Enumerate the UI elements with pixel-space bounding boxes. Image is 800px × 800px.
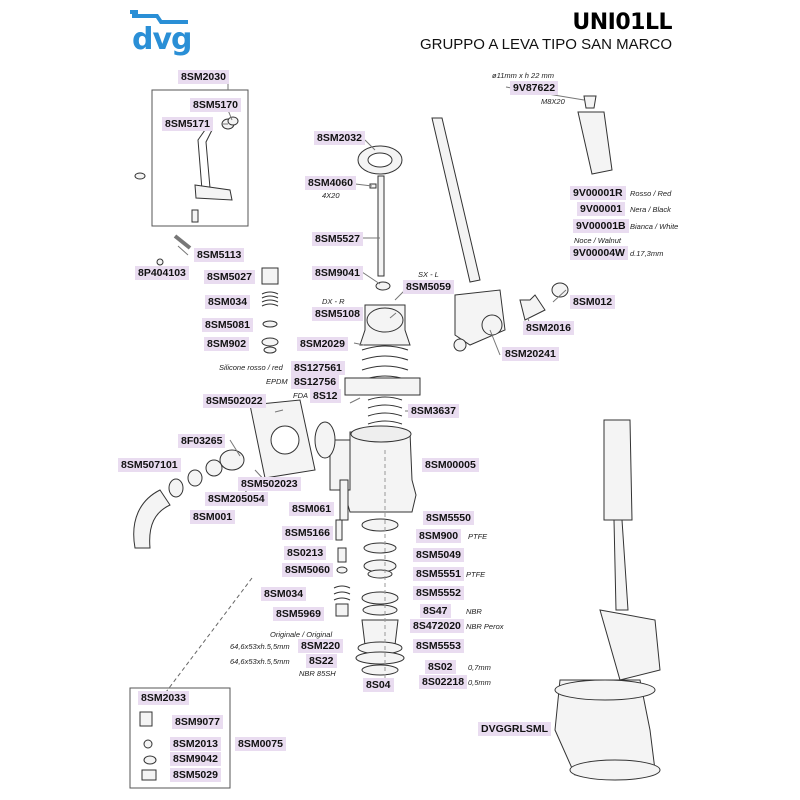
note-nbr-85sh: NBR 85SH xyxy=(299,669,336,678)
part-label-8sm5551: 8SM5551 xyxy=(413,567,464,581)
part-label-8sm5060: 8SM5060 xyxy=(282,563,333,577)
note-epdm: EPDM xyxy=(266,377,288,386)
part-label-8s02218: 8S02218 xyxy=(419,675,468,689)
part-label-8sm5553: 8SM5553 xyxy=(413,639,464,653)
part-label-8sm0075: 8SM0075 xyxy=(235,737,286,751)
part-label-8sm2013: 8SM2013 xyxy=(170,737,221,751)
note-ptfe-1: PTFE xyxy=(468,532,488,541)
part-label-8sm4060: 8SM4060 xyxy=(305,176,356,190)
note-knob-size: ø11mm x h 22 mm xyxy=(492,71,554,80)
part-label-8sm5969: 8SM5969 xyxy=(273,607,324,621)
part-label-8sm034: 8SM034 xyxy=(205,295,251,309)
part-label-8s22: 8S22 xyxy=(306,654,337,668)
part-label-8s02: 8S02 xyxy=(425,660,456,674)
note-fda: FDA xyxy=(293,391,308,400)
note-diameter: d.17,3mm xyxy=(630,249,664,258)
part-label-8sm034-lower: 8SM034 xyxy=(261,587,307,601)
part-label-8sm9041: 8SM9041 xyxy=(312,266,363,280)
logo-text: dvg xyxy=(132,22,193,57)
note-nbr: NBR xyxy=(466,607,482,616)
part-label-8s472020: 8S472020 xyxy=(410,619,464,633)
part-label-8sm5171: 8SM5171 xyxy=(162,117,213,131)
dvg-logo-icon xyxy=(130,10,188,24)
note-red: Rosso / Red xyxy=(630,189,672,198)
part-label-8sm502022: 8SM502022 xyxy=(203,394,266,408)
note-original: Originale / Original xyxy=(270,630,333,639)
part-label-8sm012: 8SM012 xyxy=(570,295,616,309)
note-silicone-red: Silicone rosso / red xyxy=(219,363,283,372)
part-label-8sm5527: 8SM5527 xyxy=(312,232,363,246)
part-label-8sm5170: 8SM5170 xyxy=(190,98,241,112)
part-label-8sm001: 8SM001 xyxy=(190,510,236,524)
part-label-8sm900: 8SM900 xyxy=(416,529,462,543)
part-label-8sm507101: 8SM507101 xyxy=(118,458,181,472)
part-label-8s127561: 8S127561 xyxy=(291,361,345,375)
part-label-8sm5081: 8SM5081 xyxy=(202,318,253,332)
part-label-8sm2033: 8SM2033 xyxy=(138,691,189,705)
part-label-dvggrlsml: DVGGRLSML xyxy=(478,722,552,736)
part-label-8sm5059: 8SM5059 xyxy=(403,280,454,294)
part-label-8sm5550: 8SM5550 xyxy=(423,511,474,525)
note-size-2: 64,6x53xh.5,5mm xyxy=(230,657,290,666)
note-0-7mm: 0,7mm xyxy=(468,663,491,672)
part-label-8sm5113: 8SM5113 xyxy=(194,248,245,262)
part-label-8p404103: 8P404103 xyxy=(135,266,189,280)
note-m8x20: M8X20 xyxy=(541,97,565,106)
part-label-8sm502023: 8SM502023 xyxy=(238,477,301,491)
part-label-8sm902: 8SM902 xyxy=(204,337,250,351)
part-label-8sm5029: 8SM5029 xyxy=(170,768,221,782)
note-walnut: Noce / Walnut xyxy=(574,236,621,245)
note-dx-r: DX - R xyxy=(322,297,345,306)
note-nbr-perox: NBR Perox xyxy=(466,622,504,631)
part-label-8sm2030: 8SM2030 xyxy=(178,70,229,84)
part-label-8sm2032: 8SM2032 xyxy=(314,131,365,145)
note-0-5mm: 0,5mm xyxy=(468,678,491,687)
part-label-8sm3637: 8SM3637 xyxy=(408,404,459,418)
page-subtitle: GRUPPO A LEVA TIPO SAN MARCO xyxy=(419,36,672,53)
part-label-9v87622: 9V87622 xyxy=(510,81,559,95)
part-label-8s12: 8S12 xyxy=(310,389,341,403)
part-label-8sm5027: 8SM5027 xyxy=(204,270,255,284)
part-label-8s0213: 8S0213 xyxy=(284,546,327,560)
part-label-8s47: 8S47 xyxy=(420,604,451,618)
part-label-8sm5049: 8SM5049 xyxy=(413,548,464,562)
part-label-8sm20241: 8SM20241 xyxy=(502,347,559,361)
part-label-8s04: 8S04 xyxy=(363,678,394,692)
note-4x20: 4X20 xyxy=(322,191,340,200)
part-label-8sm2016: 8SM2016 xyxy=(523,321,574,335)
note-size-1: 64,6x53xh.5,5mm xyxy=(230,642,290,651)
part-label-8sm061: 8SM061 xyxy=(289,502,335,516)
part-label-8s12756: 8S12756 xyxy=(291,375,340,389)
note-white: Bianca / White xyxy=(630,222,679,231)
model-code: UNI01LL xyxy=(572,10,672,35)
note-sx-l: SX - L xyxy=(418,270,439,279)
part-label-8sm9042: 8SM9042 xyxy=(170,752,221,766)
part-label-8sm9077: 8SM9077 xyxy=(172,715,223,729)
part-label-9v00001r: 9V00001R xyxy=(570,186,626,200)
note-ptfe-2: PTFE xyxy=(466,570,486,579)
part-label-9v00001: 9V00001 xyxy=(577,202,626,216)
part-label-8sm5552: 8SM5552 xyxy=(413,586,464,600)
part-label-8sm220: 8SM220 xyxy=(298,639,344,653)
part-label-9v00004w: 9V00004W xyxy=(570,246,628,260)
note-black: Nera / Black xyxy=(630,205,671,214)
part-label-8sm00005: 8SM00005 xyxy=(422,458,479,472)
part-label-9v00001b: 9V00001B xyxy=(573,219,629,233)
part-label-8sm5166: 8SM5166 xyxy=(282,526,333,540)
part-label-8f03265: 8F03265 xyxy=(178,434,226,448)
part-label-8sm205054: 8SM205054 xyxy=(205,492,268,506)
part-label-8sm2029: 8SM2029 xyxy=(297,337,348,351)
part-label-8sm5108: 8SM5108 xyxy=(312,307,363,321)
